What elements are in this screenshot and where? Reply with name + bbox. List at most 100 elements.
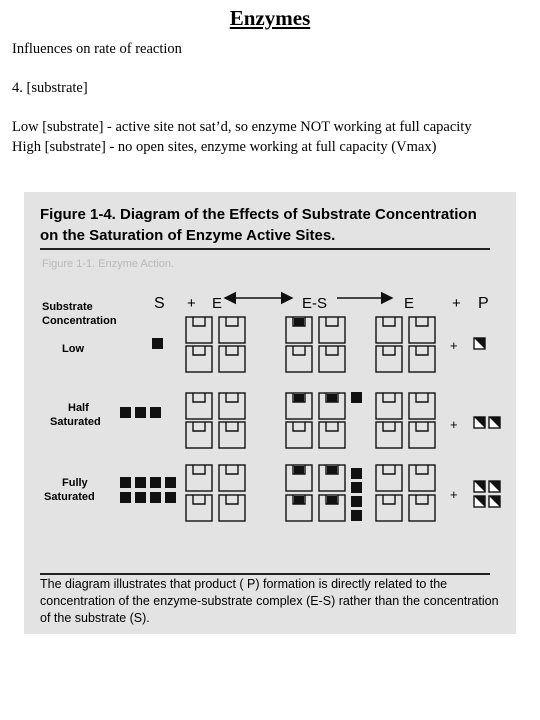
product-0-0-fill (474, 338, 485, 349)
enzyme-r1-c0-0-active-site (192, 393, 206, 403)
enzyme-r1-c2-3-active-site (415, 422, 429, 432)
plus-row-half: + (450, 417, 458, 432)
enzyme-r2-c0-0-active-site (192, 465, 206, 475)
free-substrate-2-6 (150, 492, 161, 503)
enzyme-r1-c0-2 (185, 421, 213, 449)
enzyme-r1-c0-1-active-site (225, 393, 239, 403)
enzyme-r1-c0-3-active-site (225, 422, 239, 432)
enzyme-r0-c2-0-active-site (382, 317, 396, 327)
free-substrate-2-3 (165, 477, 176, 488)
enzyme-r2-c0-2 (185, 494, 213, 522)
enzyme-r0-c1-2 (285, 345, 313, 373)
equation-substrate: S (154, 295, 165, 312)
enzyme-r0-c1-1-active-site (325, 317, 339, 327)
enzyme-r1-c2-0-active-site (382, 393, 396, 403)
row-label-full-2: Saturated (44, 491, 95, 503)
equation-enzyme-2: E (404, 295, 414, 312)
enzyme-r2-c1-0 (285, 464, 313, 492)
enzyme-r0-c1-3-active-site (325, 346, 339, 356)
low-substrate-note: Low [substrate] - active site not sat’d,… (12, 119, 472, 135)
equation-enzyme: E (212, 295, 222, 312)
enzyme-r2-c1-1-bound-substrate (327, 466, 337, 474)
enzyme-r0-c0-0-active-site (192, 317, 206, 327)
enzyme-r0-c2-1 (408, 316, 436, 344)
enzyme-r0-c0-0 (185, 316, 213, 344)
enzyme-r1-c1-3 (318, 421, 346, 449)
free-substrate-1-2 (150, 407, 161, 418)
enzyme-r1-c2-1-active-site (415, 393, 429, 403)
enzyme-r2-c1-3-bound-substrate (327, 496, 337, 504)
enzyme-r0-c0-1-active-site (225, 317, 239, 327)
row-label-half-1: Half (68, 402, 89, 414)
enzyme-r2-c0-1 (218, 464, 246, 492)
enzyme-r1-c0-0 (185, 392, 213, 420)
figure-bottom-rule (40, 573, 490, 575)
enzyme-r2-c0-3-active-site (225, 495, 239, 505)
equation-product: P (478, 295, 489, 312)
enzyme-r0-c1-2-active-site (292, 346, 306, 356)
free-substrate-0-0 (152, 338, 163, 349)
figure-caption: The diagram illustrates that product ( P… (40, 577, 499, 625)
enzyme-r2-c0-1-active-site (225, 465, 239, 475)
enzyme-r0-c2-0 (375, 316, 403, 344)
free-substrate-2-5 (135, 492, 146, 503)
enzyme-r2-c2-3 (408, 494, 436, 522)
enzyme-r2-c1-1 (318, 464, 346, 492)
figure-heading-line2: on the Saturation of Enzyme Active Sites… (40, 227, 336, 244)
free-substrate-2-4 (120, 492, 131, 503)
enzyme-r2-c0-2-active-site (192, 495, 206, 505)
enzyme-r2-c1-2 (285, 494, 313, 522)
enzyme-r1-c1-0-bound-substrate (294, 394, 304, 402)
enzyme-r0-c2-1-active-site (415, 317, 429, 327)
enzyme-r2-c0-3 (218, 494, 246, 522)
figure-bleed-text: Figure 1-1. Enzyme Action. (42, 258, 175, 270)
enzyme-r2-c1-2-bound-substrate (294, 496, 304, 504)
enzyme-r0-c2-2 (375, 345, 403, 373)
enzyme-r0-c0-1 (218, 316, 246, 344)
enzyme-r1-c2-1 (408, 392, 436, 420)
equation-plus-2: + (452, 295, 461, 312)
figure-heading: Figure 1-4. Diagram of the Effects of Su… (40, 204, 500, 246)
enzyme-r2-c1-3 (318, 494, 346, 522)
enzyme-r1-c1-2 (285, 421, 313, 449)
point-heading: 4. [substrate] (12, 80, 88, 96)
enzyme-r2-c1-0-bound-substrate (294, 466, 304, 474)
enzyme-r2-c0-0 (185, 464, 213, 492)
product-1-1-fill (489, 417, 500, 428)
enzyme-r2-c2-2 (375, 494, 403, 522)
free-substrate-2-7 (165, 492, 176, 503)
free-substrate-1-0 (120, 407, 131, 418)
free-substrate-2-0 (120, 477, 131, 488)
enzyme-r2-c2-3-active-site (415, 495, 429, 505)
enzyme-r0-c0-3-active-site (225, 346, 239, 356)
enzyme-r2-c2-2-active-site (382, 495, 396, 505)
enzyme-r0-c0-2 (185, 345, 213, 373)
enzyme-r1-c1-1 (318, 392, 346, 420)
es-free-substrate-2-0 (351, 468, 362, 479)
row-label-full-1: Fully (62, 477, 89, 489)
enzyme-r1-c2-3 (408, 421, 436, 449)
enzyme-r1-c1-2-active-site (292, 422, 306, 432)
diagram-marks (120, 316, 501, 522)
equation-plus-1: + (187, 295, 196, 312)
row-header-line1: Substrate (42, 301, 93, 313)
enzyme-r0-c1-1 (318, 316, 346, 344)
es-free-substrate-2-3 (351, 510, 362, 521)
page-title: Enzymes (229, 6, 311, 30)
enzyme-r0-c0-3 (218, 345, 246, 373)
free-substrate-2-2 (150, 477, 161, 488)
enzyme-r0-c2-3-active-site (415, 346, 429, 356)
free-substrate-2-1 (135, 477, 146, 488)
enzyme-r0-c2-3 (408, 345, 436, 373)
es-free-substrate-1-0 (351, 392, 362, 403)
es-free-substrate-2-1 (351, 482, 362, 493)
plus-row-full: + (450, 487, 458, 502)
equation-complex: E-S (302, 295, 327, 312)
enzyme-r0-c0-2-active-site (192, 346, 206, 356)
product-2-2-fill (474, 496, 485, 507)
enzyme-r1-c1-0 (285, 392, 313, 420)
enzyme-r1-c1-3-active-site (325, 422, 339, 432)
enzyme-r1-c2-2-active-site (382, 422, 396, 432)
enzyme-r0-c2-2-active-site (382, 346, 396, 356)
enzyme-r2-c2-1-active-site (415, 465, 429, 475)
